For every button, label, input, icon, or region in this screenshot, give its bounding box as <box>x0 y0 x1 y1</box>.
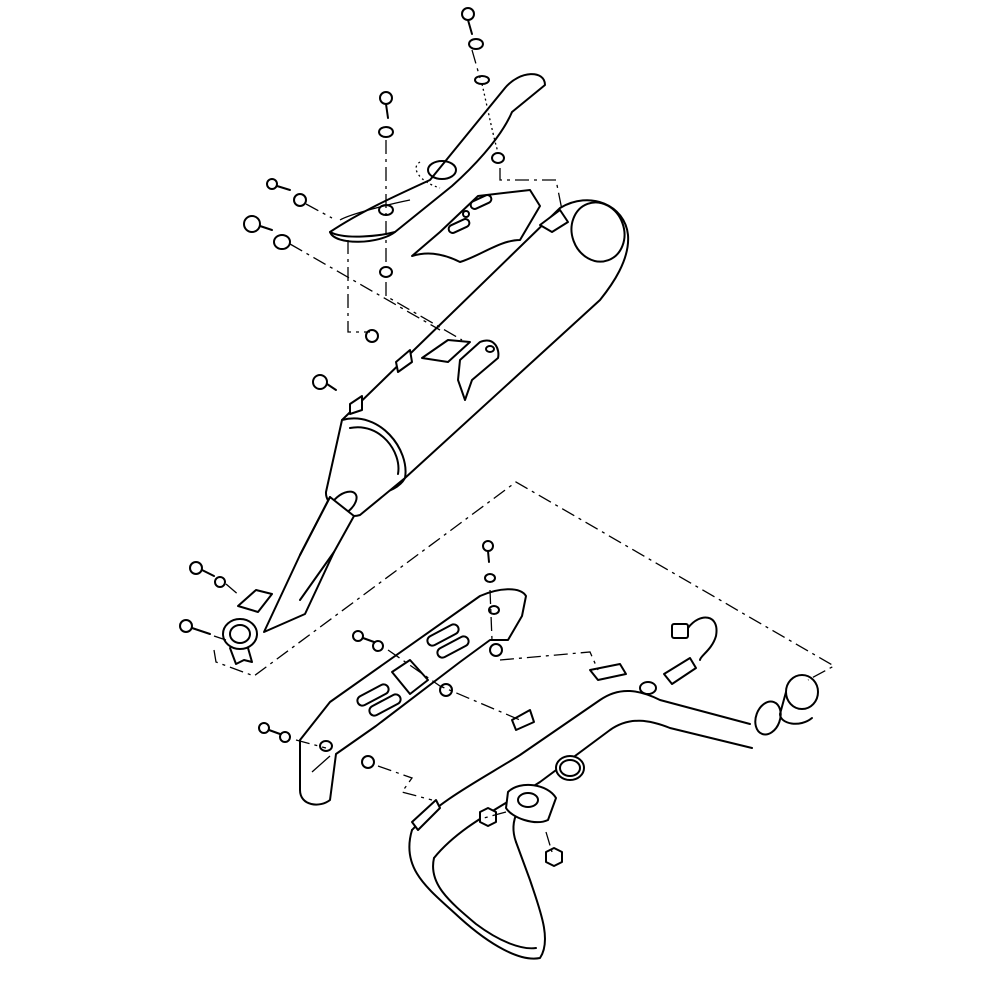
oxygen-sensor <box>639 616 718 695</box>
exhaust-gasket <box>555 755 585 781</box>
nuts <box>479 807 563 867</box>
bolt <box>189 561 215 577</box>
exhaust-pipe <box>408 663 782 960</box>
exhaust-flange <box>505 783 557 824</box>
bolt <box>258 722 281 735</box>
heat-shield-lower-plate <box>411 189 541 263</box>
assembly-lines <box>213 49 836 853</box>
bolt <box>461 7 475 35</box>
bolt <box>312 374 337 391</box>
bolt <box>243 215 273 233</box>
muffler-joint-clamp <box>222 618 258 665</box>
joint-gasket <box>779 674 819 725</box>
bolts <box>179 7 494 735</box>
washers <box>214 38 496 743</box>
bolt <box>352 630 375 643</box>
muffler-mount-bracket <box>237 209 569 613</box>
bolt <box>179 619 211 635</box>
bolt <box>482 540 494 563</box>
grommets <box>361 152 505 769</box>
bolt <box>266 178 291 191</box>
heat-shield-side <box>299 588 527 806</box>
bolt <box>379 91 393 119</box>
